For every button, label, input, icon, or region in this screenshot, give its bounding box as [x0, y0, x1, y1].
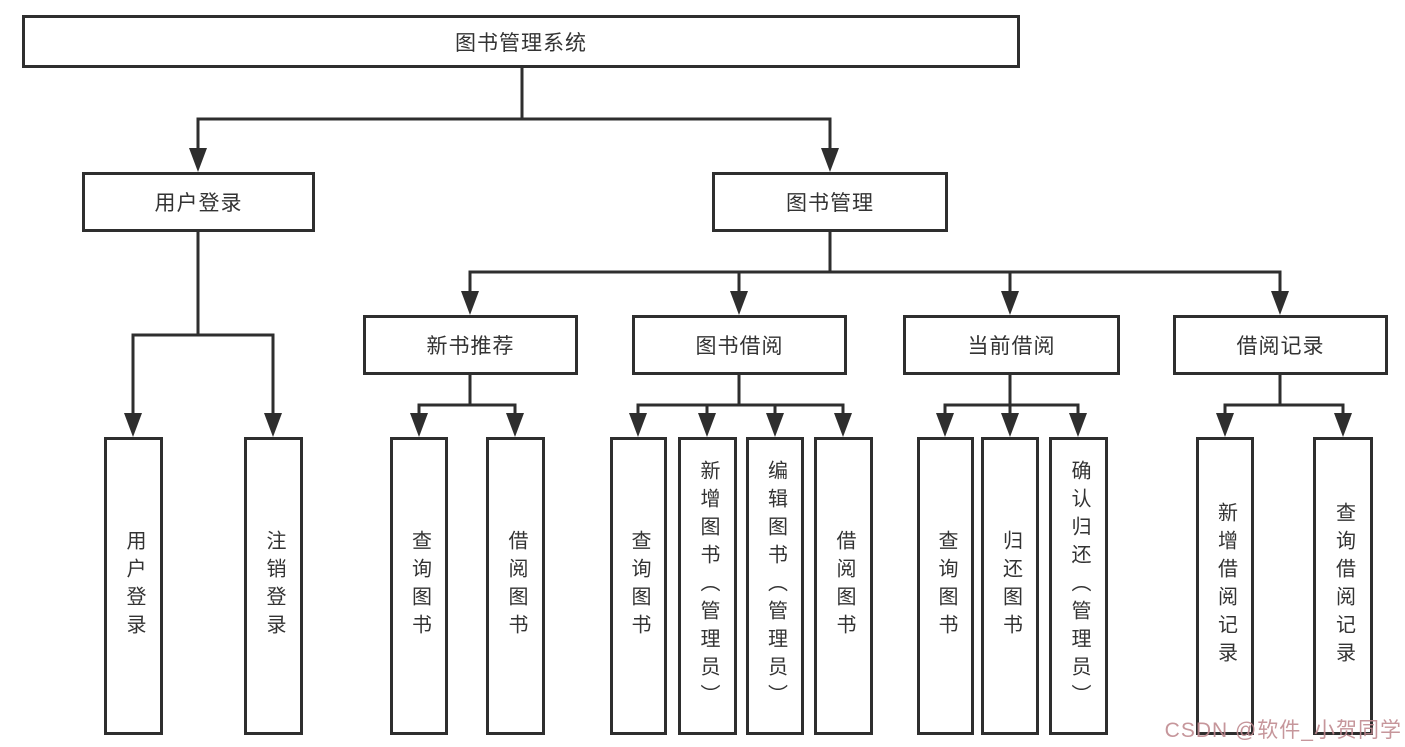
leaf-logout: 注销登录: [244, 437, 303, 735]
node-label: 归还图书: [999, 530, 1022, 642]
leaf-add-borrow-record: 新增借阅记录: [1196, 437, 1254, 735]
leaf-query-book: 查询图书: [917, 437, 974, 735]
arrowhead-icons: [124, 148, 1352, 437]
leaf-query-book: 查询图书: [610, 437, 667, 735]
node-label: 注销登录: [263, 530, 285, 642]
node-user-login-branch: 用户登录: [82, 172, 315, 232]
node-label: 图书管理系统: [455, 31, 587, 55]
node-label: 图书借阅: [695, 335, 784, 358]
node-label: 借阅记录: [1236, 335, 1325, 358]
leaf-query-book: 查询图书: [390, 437, 448, 735]
node-label: 新书推荐: [426, 335, 515, 358]
leaf-borrow-book: 借阅图书: [486, 437, 545, 735]
leaf-return-book: 归还图书: [981, 437, 1039, 735]
node-book-borrowing: 图书借阅: [632, 315, 847, 375]
leaf-borrow-book: 借阅图书: [814, 437, 873, 735]
node-label: 图书管理: [786, 192, 874, 215]
node-label: 查询图书: [628, 530, 650, 642]
leaf-confirm-return-admin: 确认归还（管理员）: [1049, 437, 1108, 735]
node-borrowing-records: 借阅记录: [1173, 315, 1388, 375]
node-label: 借阅图书: [833, 530, 855, 642]
node-label: 查询图书: [408, 530, 431, 642]
node-label: 确认归还（管理员）: [1068, 460, 1090, 712]
node-label: 借阅图书: [505, 530, 527, 642]
node-new-book-recommend: 新书推荐: [363, 315, 578, 375]
leaf-add-book-admin: 新增图书（管理员）: [678, 437, 737, 735]
node-label: 查询借阅记录: [1332, 502, 1355, 670]
leaf-edit-book-admin: 编辑图书（管理员）: [746, 437, 804, 735]
node-label: 用户登录: [123, 530, 145, 642]
connector-lines: [131, 66, 1345, 417]
leaf-query-borrow-record: 查询借阅记录: [1313, 437, 1373, 735]
node-label: 新增借阅记录: [1214, 502, 1237, 670]
leaf-user-login: 用户登录: [104, 437, 163, 735]
node-current-borrowing: 当前借阅: [903, 315, 1120, 375]
node-label: 当前借阅: [967, 335, 1056, 358]
node-label: 用户登录: [154, 192, 243, 215]
node-label: 编辑图书（管理员）: [764, 460, 787, 712]
node-label: 新增图书（管理员）: [697, 460, 719, 712]
node-book-management-system: 图书管理系统: [22, 15, 1020, 68]
node-book-management-branch: 图书管理: [712, 172, 948, 232]
node-label: 查询图书: [935, 530, 957, 642]
watermark: CSDN @软件_小贺同学: [1164, 719, 1402, 742]
